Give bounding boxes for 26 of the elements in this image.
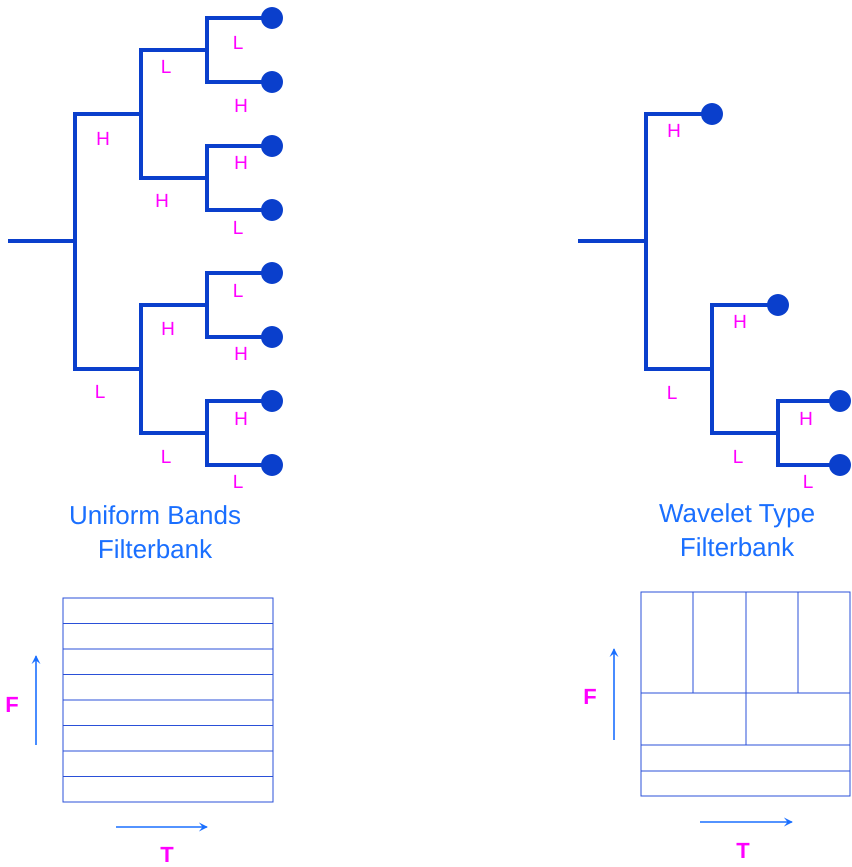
- branch-label: L: [232, 218, 244, 240]
- branch-label: L: [160, 447, 172, 469]
- branch-label: H: [161, 319, 175, 341]
- filterbank-caption: Uniform Bands Filterbank: [68, 499, 242, 566]
- branch-label: L: [232, 472, 244, 494]
- branch-label: L: [732, 447, 744, 469]
- branch-label: L: [94, 382, 106, 404]
- branch-label: H: [234, 96, 248, 118]
- branch-label: L: [232, 33, 244, 55]
- branch-label: H: [234, 344, 248, 366]
- branch-label: L: [802, 472, 814, 494]
- branch-label: H: [234, 153, 248, 175]
- axis-label: F: [5, 692, 19, 718]
- branch-label: H: [799, 409, 813, 431]
- branch-label: L: [666, 383, 678, 405]
- branch-label: H: [234, 409, 248, 431]
- branch-label: H: [733, 312, 747, 334]
- axis-label: T: [160, 842, 174, 867]
- branch-label: H: [667, 121, 681, 143]
- axis-label: F: [583, 684, 597, 710]
- branch-label: L: [160, 57, 172, 79]
- branch-label: L: [232, 281, 244, 303]
- filterbank-caption: Wavelet Type Filterbank: [658, 497, 816, 564]
- branch-label: H: [96, 129, 110, 151]
- axis-label: T: [736, 838, 750, 864]
- branch-label: H: [155, 191, 169, 213]
